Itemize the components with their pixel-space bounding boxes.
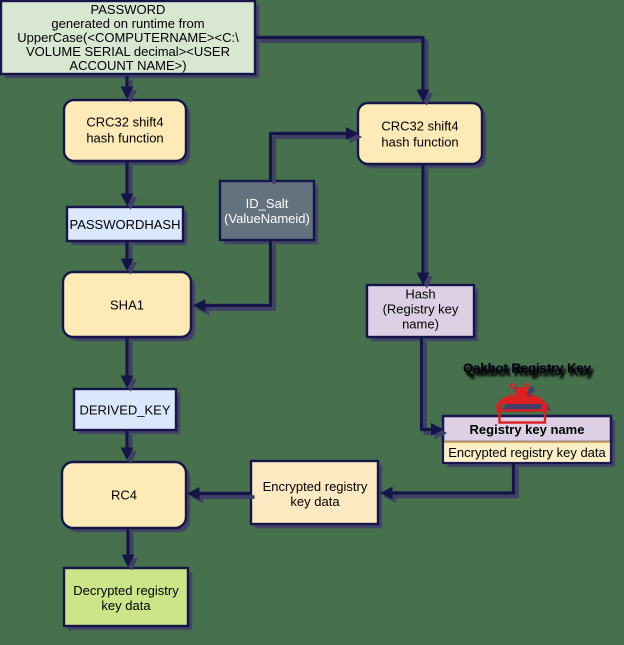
svg-text:Encrypted registry: Encrypted registry	[263, 479, 368, 494]
svg-text:PASSWORDHASH: PASSWORDHASH	[70, 217, 181, 232]
svg-text:RC4: RC4	[111, 488, 137, 503]
svg-text:Encrypted registry key data: Encrypted registry key data	[448, 445, 606, 460]
svg-text:CRC32 shift4: CRC32 shift4	[381, 119, 458, 134]
svg-text:UpperCase(<COMPUTERNAME><C:\: UpperCase(<COMPUTERNAME><C:\	[17, 30, 239, 45]
svg-text:hash function: hash function	[381, 135, 458, 150]
svg-text:ACCOUNT NAME>): ACCOUNT NAME>)	[69, 58, 186, 73]
svg-text:(Registry key: (Registry key	[383, 302, 459, 317]
svg-text:(ValueNameid): (ValueNameid)	[224, 211, 310, 226]
svg-text:CRC32 shift4: CRC32 shift4	[86, 115, 163, 130]
svg-text:DERIVED_KEY: DERIVED_KEY	[79, 403, 170, 418]
svg-text:key data: key data	[290, 494, 340, 509]
svg-text:Hash: Hash	[405, 287, 435, 302]
svg-text:hash function: hash function	[86, 131, 163, 146]
svg-text:key data: key data	[101, 598, 151, 613]
svg-text:Registry key name: Registry key name	[470, 422, 585, 437]
svg-text:ID_Salt: ID_Salt	[246, 196, 289, 211]
svg-text:Qakbot Registry Key: Qakbot Registry Key	[466, 365, 595, 380]
svg-text:name): name)	[402, 317, 439, 332]
svg-text:PASSWORD: PASSWORD	[91, 2, 166, 17]
svg-text:Decrypted registry: Decrypted registry	[73, 583, 179, 598]
svg-text:generated on runtime from: generated on runtime from	[51, 16, 204, 31]
svg-text:SHA1: SHA1	[110, 298, 144, 313]
svg-text:Qakbot Registry Key: Qakbot Registry Key	[463, 361, 592, 376]
svg-text:Qakbot Registry Key: Qakbot Registry Key	[465, 363, 594, 378]
svg-text:VOLUME SERIAL decimal><USER: VOLUME SERIAL decimal><USER	[26, 44, 230, 59]
